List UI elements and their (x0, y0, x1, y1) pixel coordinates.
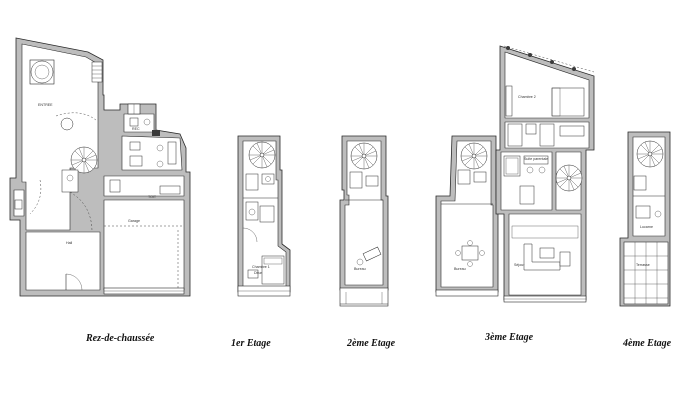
room-label-sejour: Séjour (514, 263, 525, 267)
room-label-toit: TOIT (148, 195, 157, 199)
room-label-entree: ENTREE (38, 103, 53, 107)
plan-1er-etage: Chambre 1 Dbur (237, 135, 291, 297)
room-label-hall: Hall (66, 241, 72, 245)
room-label-bureau-3: Bureau (454, 267, 466, 271)
room-label-chambre-1: Chambre 1 (252, 265, 270, 269)
room-label-bureau-2: Bureau (354, 267, 366, 271)
room-label-chambre-2: Chambre 2 (518, 95, 536, 99)
plan-4eme-etage: Lucarne Terrasse (619, 131, 671, 307)
floor-label-2eme-etage: 2ème Etage (347, 338, 396, 349)
floor-label-1er-etage: 1er Etage (231, 338, 271, 349)
room-label-garage: Garage (128, 219, 140, 223)
room-label-lucarne: Lucarne (640, 225, 653, 229)
room-label-suite-parentale: Suite parentale (524, 157, 548, 161)
plan-2eme-etage: Bureau (339, 135, 389, 307)
plan-3eme-etage: Chambre 2 Suite parentale Bureau Séjour (435, 45, 595, 303)
floor-label-3eme-etage: 3ème Etage (485, 332, 534, 343)
floor-label-rez-de-chaussee: Rez-de-chaussée (86, 333, 155, 344)
room-label-rec: REC (132, 127, 140, 131)
room-label-dbur: Dbur (254, 271, 263, 275)
room-label-terrasse: Terrasse (636, 263, 650, 267)
floor-label-4eme-etage: 4ème Etage (623, 338, 672, 349)
plan-rez-de-chaussee: ENTREE Hall Garage TOIT REC (9, 37, 191, 297)
